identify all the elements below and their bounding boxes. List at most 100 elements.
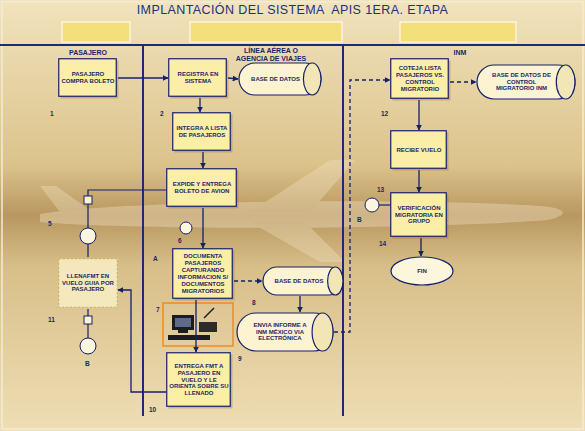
- lane-label: PASAJERO: [58, 49, 118, 57]
- keyboard: [168, 335, 210, 340]
- small-square: [84, 196, 92, 204]
- box-outline: [391, 131, 447, 169]
- node-text: RECIBE VUELO: [393, 147, 445, 154]
- database-symbol: BASE DE DATOS: [238, 62, 322, 96]
- flow-connector: [202, 208, 203, 248]
- process-box: INTEGRA A LISTA DE PASAJEROS: [172, 112, 232, 152]
- node-text: BASE DE DATOS DE CONTROL MIGRATORIO INM: [487, 72, 556, 93]
- flow-connector: [202, 152, 203, 168]
- tail: [40, 186, 90, 212]
- cylinder-end: [556, 65, 575, 99]
- node-text: FIN: [400, 268, 444, 275]
- lane-header-box: [190, 22, 342, 42]
- flow-line: [87, 244, 88, 257]
- process-box: PASAJERO COMPRA BOLETO: [58, 58, 118, 98]
- box-outline: [167, 169, 237, 207]
- wings: [250, 160, 355, 262]
- lane-header-box: [400, 22, 516, 42]
- box-outline: [391, 193, 447, 237]
- antenna: [204, 308, 214, 318]
- manual-step-box: LLENAFMT EN VUELO GUIA POR PASAJERO: [58, 258, 118, 308]
- flow-line: [379, 204, 390, 205]
- diagram-title: IMPLANTACIÓN DEL SISTEMA APIS 1ERA. ETAP…: [0, 4, 585, 18]
- node-text: INTEGRA A LISTA DE PASAJEROS: [175, 125, 229, 139]
- airplane-silhouette: [40, 160, 563, 262]
- node-text: BASE DE DATOS: [248, 76, 303, 83]
- node-text: COTEJA LISTA PASAJEROS VS. CONTROL MIGRA…: [393, 65, 447, 93]
- callout-number: B: [357, 216, 362, 223]
- callout-number: 11: [48, 316, 55, 323]
- node-text: DOCUMENTA PASAJEROS CAPTURANDO INFORMACI…: [175, 253, 231, 294]
- header-rule: [0, 44, 585, 46]
- monitor-stand: [178, 330, 188, 333]
- box-outline: [173, 113, 231, 151]
- node-text: LLENAFMT EN VUELO GUIA POR PASAJERO: [61, 273, 115, 294]
- callout-number: A: [153, 255, 158, 262]
- cylinder-end: [328, 267, 343, 295]
- cylinder-body: [263, 267, 343, 295]
- flow-connector: [118, 77, 168, 78]
- database-symbol: ENVIA INFORME A INM MÉXICO VIA ELECTRÓNI…: [236, 312, 334, 352]
- process-box: DOCUMENTA PASAJEROS CAPTURANDO INFORMACI…: [172, 248, 234, 300]
- lane-divider: [342, 45, 344, 416]
- database-symbol: BASE DE DATOS DE CONTROL MIGRATORIO INM: [476, 64, 576, 100]
- callout-number: B: [85, 360, 90, 367]
- callout-number: 8: [252, 299, 256, 306]
- flow-connector: [334, 80, 390, 332]
- screen: [175, 318, 191, 327]
- small-square: [84, 316, 92, 324]
- flow-line: [87, 324, 88, 338]
- callout-number: 2: [160, 110, 164, 117]
- node-text: ENTREGA FMT A PASAJERO EN VUELO Y LE ORI…: [169, 363, 229, 397]
- flow-line: [88, 190, 166, 196]
- highlight-box: [163, 303, 233, 346]
- printer: [199, 322, 217, 332]
- flow-connector: [228, 78, 238, 79]
- computer-icon: [168, 308, 217, 340]
- callout-number: 6: [178, 237, 182, 244]
- callout-number: 5: [48, 220, 52, 227]
- cylinder-end: [303, 63, 321, 95]
- lane-label: INM: [440, 49, 480, 57]
- lane-divider: [142, 45, 144, 416]
- flow-connector: [199, 98, 200, 112]
- cylinder-body: [237, 313, 333, 351]
- process-box: COTEJA LISTA PASAJEROS VS. CONTROL MIGRA…: [390, 58, 450, 100]
- callout-number: 10: [149, 406, 156, 413]
- connector-circle: [365, 198, 379, 212]
- flow-connector: [420, 238, 421, 256]
- callout-number: 14: [379, 240, 386, 247]
- cylinder-body: [239, 63, 321, 95]
- database-symbol: BASE DE DATOS: [262, 266, 344, 296]
- box-outline: [59, 59, 117, 97]
- lane-header-box: [62, 22, 130, 42]
- process-box: EXPIDE Y ENTREGA BOLETO DE AVION: [166, 168, 238, 208]
- flow-connector: [234, 280, 262, 281]
- flow-line: [87, 204, 88, 228]
- connector-circle: [80, 228, 96, 244]
- cylinder-body: [477, 65, 575, 99]
- flow-connector: [195, 300, 196, 352]
- flow-line: [87, 309, 88, 316]
- process-box: RECIBE VUELO: [390, 130, 448, 170]
- lane-label: LÍNEA AÉREA O AGENCIA DE VIAJES: [228, 47, 314, 62]
- connector-circle: [180, 222, 192, 234]
- box-outline: [169, 59, 227, 97]
- flow-connector: [450, 81, 476, 82]
- node-text: PASAJERO COMPRA BOLETO: [61, 71, 115, 85]
- callout-number: 9: [238, 355, 242, 362]
- box-outline: [167, 353, 231, 407]
- callout-number: 7: [156, 306, 160, 313]
- node-text: REGISTRA EN SISTEMA: [171, 71, 225, 85]
- box-outline: [59, 259, 118, 308]
- flow-connector: [418, 100, 419, 130]
- node-text: ENVIA INFORME A INM MÉXICO VIA ELECTRÓNI…: [248, 322, 312, 343]
- process-box: VERIFICACIÓN MIGRATORIA EN GRUPO: [390, 192, 448, 238]
- flow-connector: [418, 170, 419, 192]
- node-text: EXPIDE Y ENTREGA BOLETO DE AVION: [169, 181, 235, 195]
- flow-connector: [299, 296, 300, 312]
